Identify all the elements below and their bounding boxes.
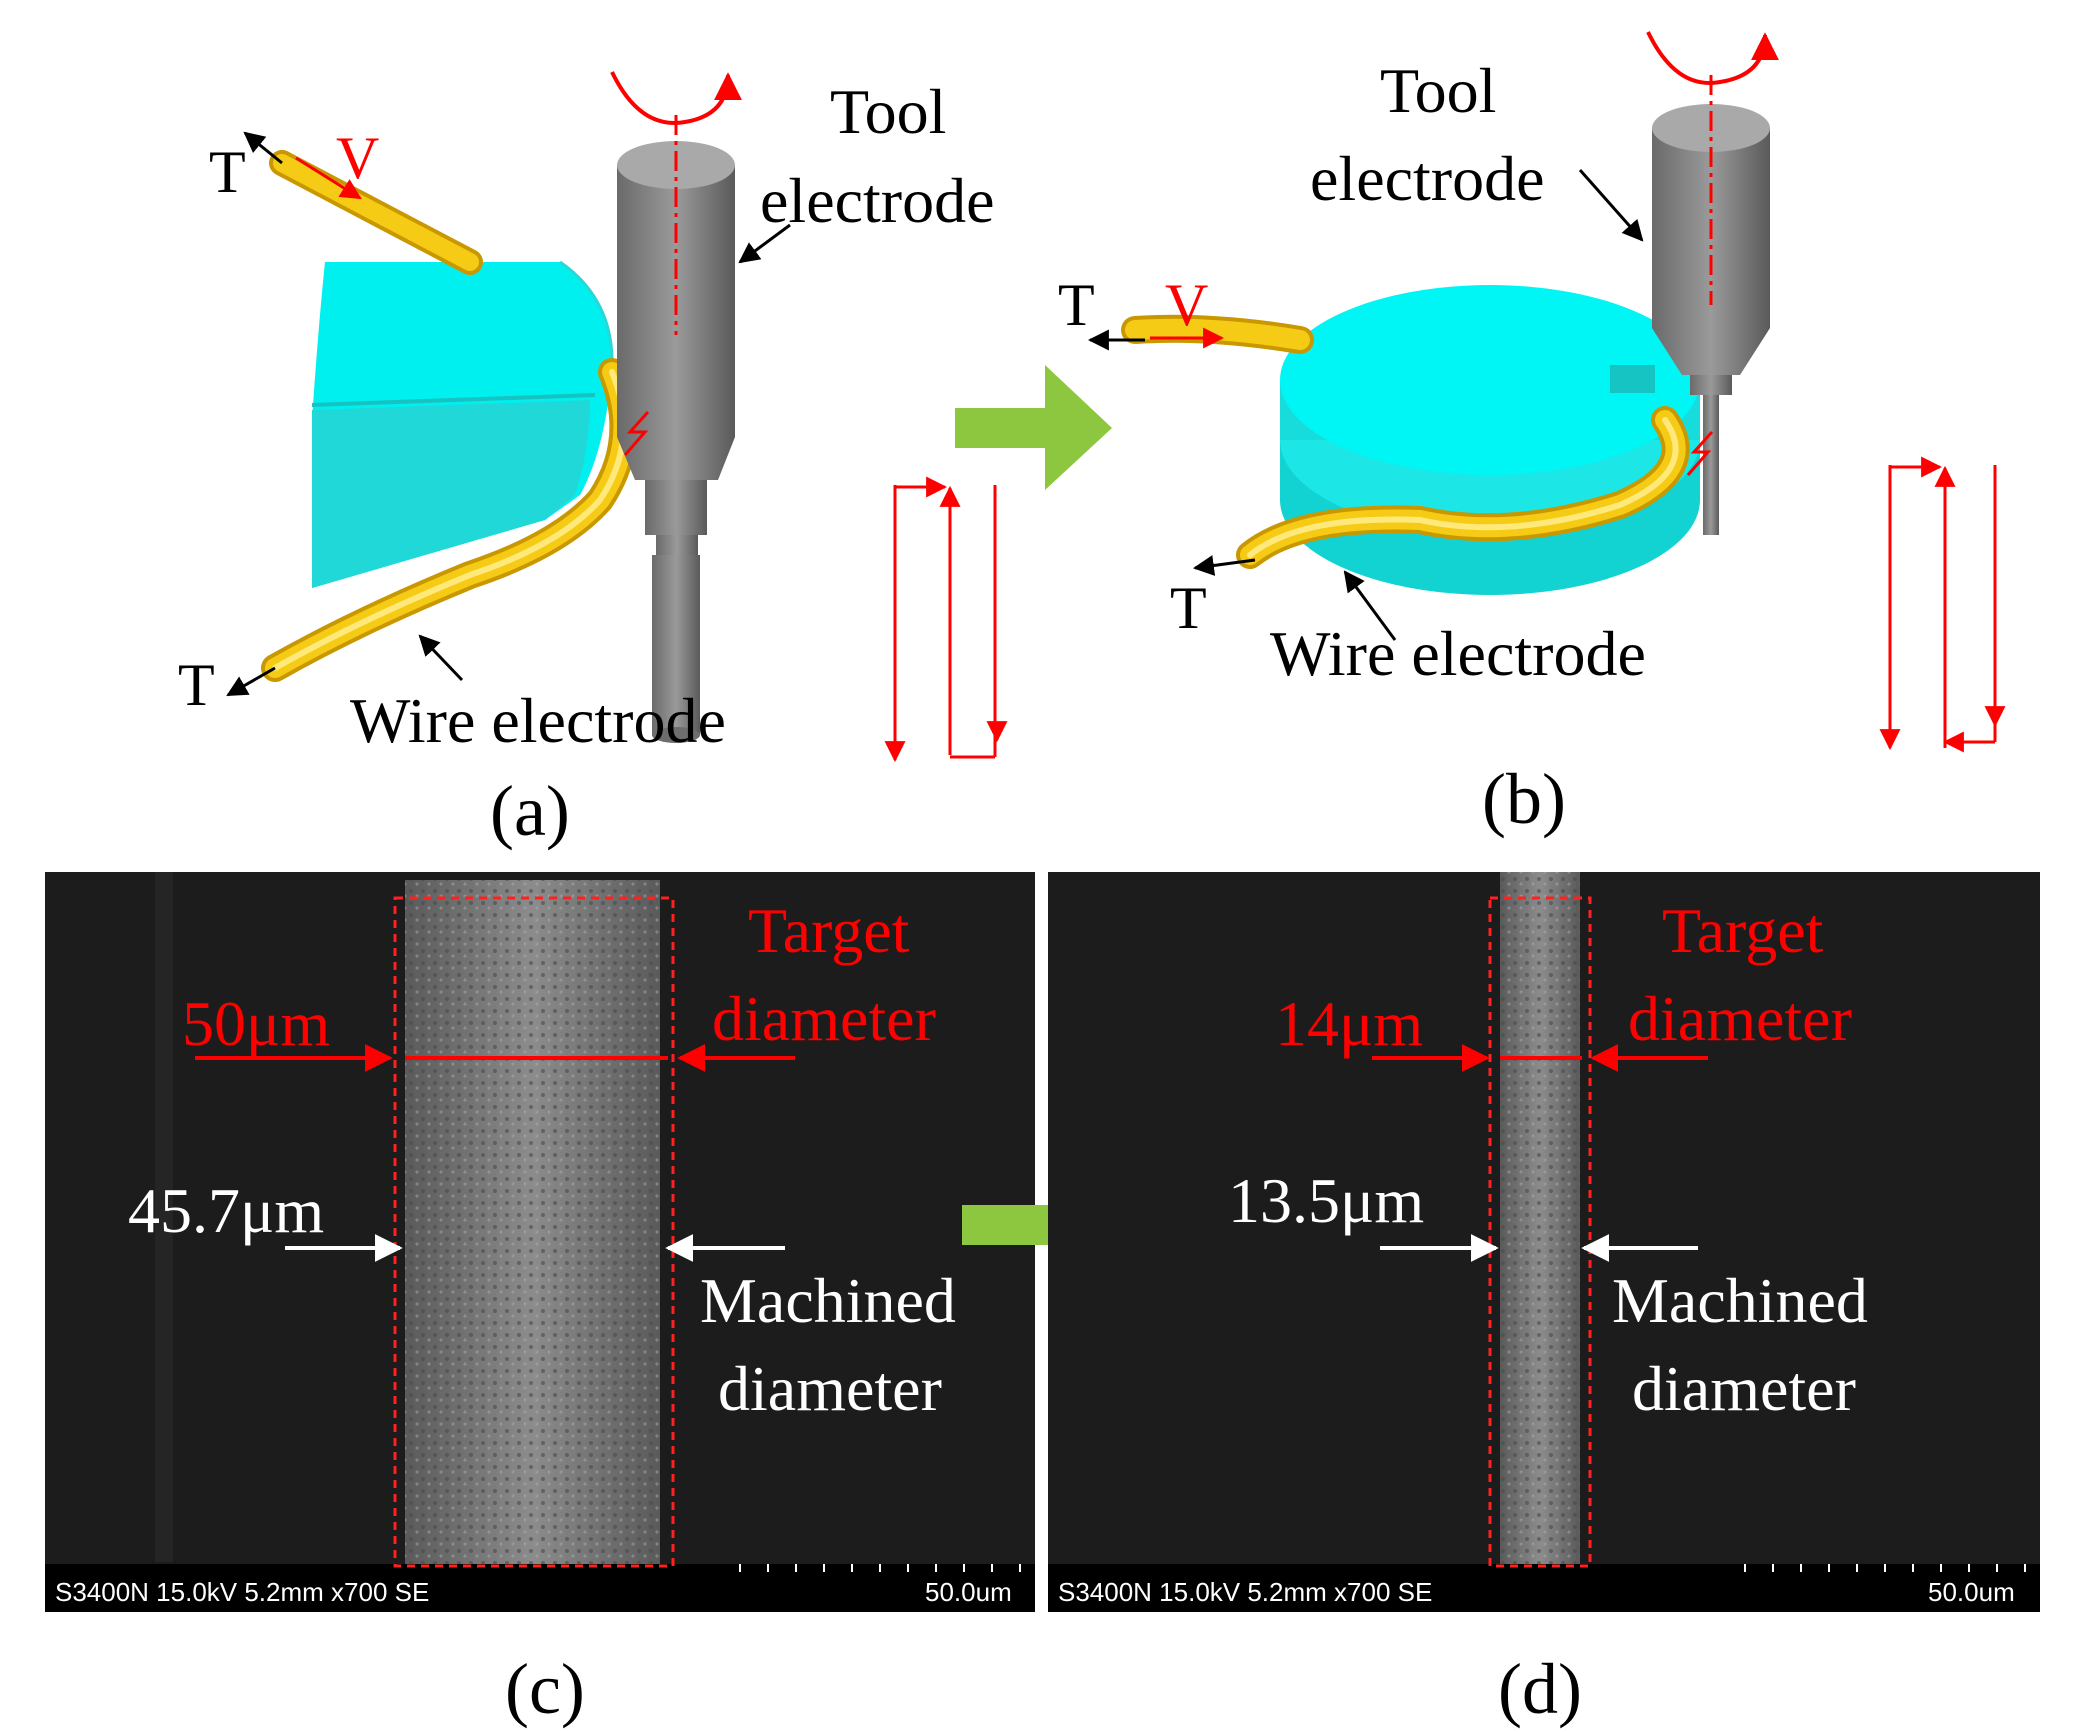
panel-b: T V T Tool electrode Wire electrode (b)	[1058, 31, 2006, 839]
machined-value-c: 45.7μm	[128, 1175, 324, 1246]
scale-bar-d	[1744, 1564, 2026, 1572]
target-label-d-line2: diameter	[1628, 983, 1852, 1054]
caption-b: (b)	[1482, 759, 1566, 839]
caption-a: (a)	[490, 771, 570, 851]
tool-pointer-b	[1578, 169, 1644, 242]
tension-label-b-bottom: T	[1170, 575, 1207, 641]
machined-value-d: 13.5μm	[1228, 1165, 1424, 1236]
toolpath-diagram-b	[1879, 456, 2006, 753]
wire-pointer-b	[1343, 570, 1397, 641]
target-label-c-line1: Target	[748, 895, 910, 966]
tool-label-b-line1: Tool	[1380, 55, 1496, 126]
tool-label-a-line2: electrode	[760, 165, 995, 236]
sem-info-bar-d	[1048, 1564, 2040, 1612]
machined-label-d-line1: Machined	[1612, 1265, 1868, 1336]
scale-label-d: 50.0um	[1928, 1577, 2015, 1607]
workpiece-disc-b-top	[1280, 285, 1700, 475]
velocity-label-b: V	[1165, 272, 1208, 338]
scale-bar-c	[739, 1564, 1021, 1572]
scale-label-c: 50.0um	[925, 1577, 1012, 1607]
toolpath-diagram-a	[884, 476, 1008, 763]
target-label-d-line1: Target	[1662, 895, 1824, 966]
tension-label-a-bottom: T	[178, 652, 215, 718]
sem-info-c: S3400N 15.0kV 5.2mm x700 SE	[55, 1577, 429, 1607]
tension-arrow-b-bottom	[1192, 555, 1256, 576]
tool-pointer-a	[738, 223, 791, 264]
target-label-c-line2: diameter	[712, 983, 936, 1054]
wire-label-a: Wire electrode	[350, 685, 726, 756]
machined-label-d-line2: diameter	[1632, 1353, 1856, 1424]
sem-info-d: S3400N 15.0kV 5.2mm x700 SE	[1058, 1577, 1432, 1607]
tool-label-a-line1: Tool	[830, 76, 946, 147]
sem-info-bar-c	[45, 1564, 1035, 1612]
panel-a: T V T Tool electrode Wire electrode (a)	[178, 71, 1008, 851]
tension-arrow-a-bottom	[226, 666, 276, 697]
target-value-c: 50μm	[182, 988, 330, 1059]
panel-d: S3400N 15.0kV 5.2mm x700 SE 50.0um 14μm …	[1048, 872, 2040, 1729]
caption-c: (c)	[505, 1649, 585, 1729]
velocity-label-a: V	[336, 125, 379, 191]
tension-label-b-top: T	[1058, 272, 1095, 338]
rotation-arrow-b	[1646, 31, 1779, 85]
transition-arrow-top	[955, 365, 1112, 490]
machined-label-c-line1: Machined	[700, 1265, 956, 1336]
wire-label-b: Wire electrode	[1270, 618, 1646, 689]
target-value-d: 14μm	[1275, 988, 1423, 1059]
spark-icon-b	[1686, 430, 1714, 476]
rotation-arrow-a	[610, 71, 742, 125]
wire-pointer-a	[418, 634, 464, 682]
machined-label-c-line2: diameter	[718, 1353, 942, 1424]
velocity-arrow-a	[295, 156, 362, 200]
tension-arrow-a-top	[243, 131, 283, 165]
target-box-c	[393, 896, 675, 1568]
caption-d: (d)	[1498, 1649, 1582, 1729]
target-box-d	[1488, 896, 1592, 1568]
tension-label-a-top: T	[209, 139, 246, 205]
workpiece-block-a-shade	[312, 400, 590, 588]
tool-label-b-line2: electrode	[1310, 143, 1545, 214]
spark-icon-a	[623, 410, 650, 456]
panel-c: S3400N 15.0kV 5.2mm x700 SE 50.0um 50μm …	[45, 872, 1035, 1729]
